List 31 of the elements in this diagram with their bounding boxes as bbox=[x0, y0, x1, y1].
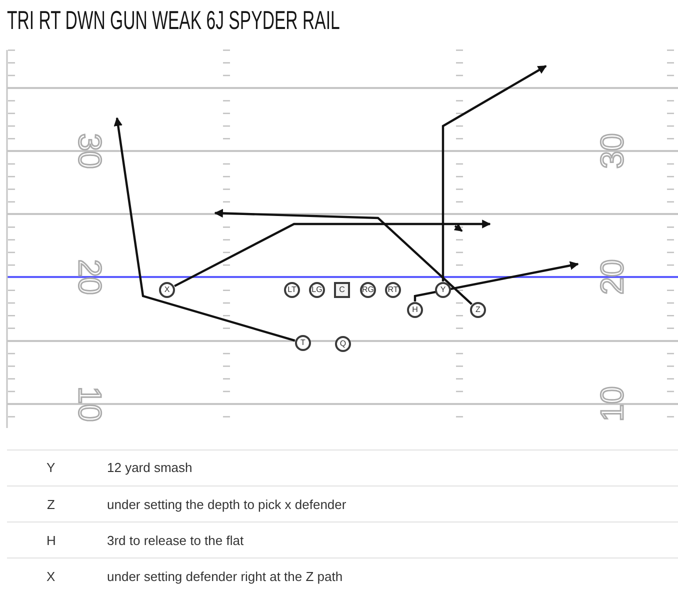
player-circle: LT bbox=[284, 282, 300, 298]
yard-number: 30 bbox=[74, 133, 106, 169]
route-note: under setting the depth to pick x defender bbox=[107, 497, 346, 513]
player-circle: Y bbox=[435, 282, 451, 298]
player-circle: LG bbox=[309, 282, 325, 298]
player-circle: RG bbox=[360, 282, 376, 298]
route-note: 12 yard smash bbox=[107, 460, 192, 476]
yard-number: 20 bbox=[596, 259, 628, 295]
player-letter: X bbox=[46, 569, 56, 585]
route-arrow bbox=[114, 117, 296, 342]
yard-number: 10 bbox=[74, 386, 106, 422]
route-arrow bbox=[214, 208, 472, 306]
yard-number: 10 bbox=[596, 386, 628, 422]
player-letter: Y bbox=[46, 460, 56, 476]
player-circle: T bbox=[295, 335, 311, 351]
yard-number: 20 bbox=[74, 259, 106, 295]
play-title: TRI RT DWN GUN WEAK 6J SPYDER RAIL bbox=[7, 5, 340, 35]
player-circle: RT bbox=[385, 282, 401, 298]
route-arrow bbox=[174, 220, 491, 288]
route-note: under setting defender right at the Z path bbox=[107, 569, 343, 585]
route-arrow bbox=[442, 65, 547, 282]
player-circle: H bbox=[407, 302, 423, 318]
route-arrow bbox=[414, 261, 579, 302]
route-note: 3rd to release to the flat bbox=[107, 533, 244, 549]
player-circle: Q bbox=[335, 336, 351, 352]
player-letter: Z bbox=[47, 497, 55, 513]
player-letter: H bbox=[46, 533, 56, 549]
yard-number: 30 bbox=[596, 133, 628, 169]
player-circle: X bbox=[159, 282, 175, 298]
player-circle: Z bbox=[470, 302, 486, 318]
center-square: C bbox=[334, 282, 350, 298]
